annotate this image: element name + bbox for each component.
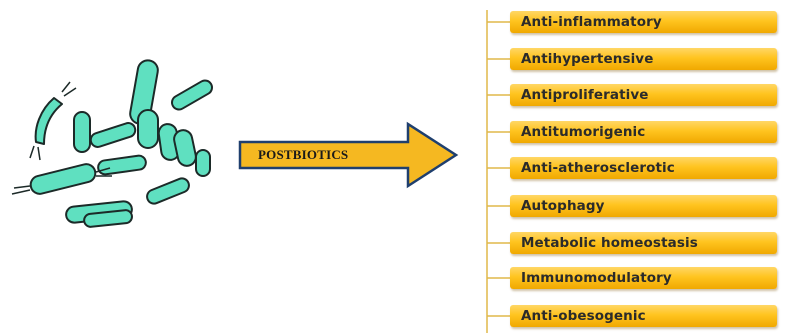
bacterium-icon (29, 81, 77, 161)
benefit-label: Anti-inflammatory (521, 14, 662, 30)
bacterium-icon (171, 79, 213, 111)
bacterium-icon (137, 109, 159, 149)
benefit-label: Anti-atherosclerotic (521, 160, 675, 176)
benefit-label: Anti-obesogenic (521, 308, 646, 324)
bacterium-icon (11, 163, 112, 195)
benefit-box: Antihypertensive (510, 48, 777, 70)
benefit-label: Antiproliferative (521, 87, 649, 103)
bacterium-icon (97, 154, 147, 176)
bacteria-illustration (11, 59, 213, 228)
bacterium-icon (83, 209, 133, 228)
benefit-box: Antiproliferative (510, 84, 777, 106)
bacterium-icon (73, 111, 91, 153)
bacterium-icon (195, 149, 211, 177)
benefit-label: Antitumorigenic (521, 124, 646, 140)
benefit-box: Antitumorigenic (510, 121, 777, 143)
benefit-label: Immunomodulatory (521, 270, 672, 286)
bacterium-icon (146, 177, 190, 205)
benefit-box: Metabolic homeostasis (510, 232, 777, 254)
bacterium-icon (173, 129, 197, 167)
postbiotics-label: POSTBIOTICS (258, 147, 349, 162)
benefit-label: Metabolic homeostasis (521, 235, 698, 251)
benefit-box: Anti-inflammatory (510, 11, 777, 33)
bacterium-icon (89, 122, 137, 148)
benefit-box: Anti-atherosclerotic (510, 157, 777, 179)
benefit-box: Immunomodulatory (510, 267, 777, 289)
right-arrow-icon (238, 121, 459, 189)
benefit-box: Anti-obesogenic (510, 305, 777, 327)
benefit-label: Autophagy (521, 198, 605, 214)
benefit-label: Antihypertensive (521, 51, 654, 67)
bracket-connector (486, 10, 513, 333)
benefit-box: Autophagy (510, 195, 777, 217)
